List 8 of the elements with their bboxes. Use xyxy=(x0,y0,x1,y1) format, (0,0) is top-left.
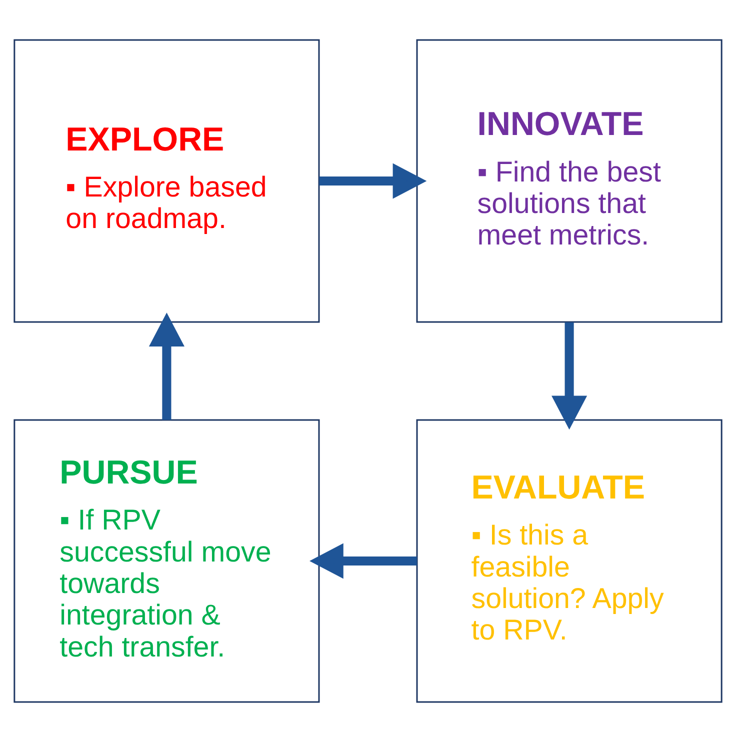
arrow xyxy=(310,542,417,578)
arrow xyxy=(552,322,588,430)
node-box: INNOVATE ▪ Find the best solutions that meet metrics. xyxy=(416,38,722,322)
arrow xyxy=(148,312,184,420)
node-box: EXPLORE ▪ Explore based on roadmap. xyxy=(14,38,320,322)
arrow xyxy=(319,162,427,198)
node-box: EVALUATE ▪ Is this a feasible solution? Apply to RPV. xyxy=(416,418,722,702)
node-box: PURSUE ▪ If RPV successful move towards integration & tech transfer. xyxy=(14,418,320,702)
